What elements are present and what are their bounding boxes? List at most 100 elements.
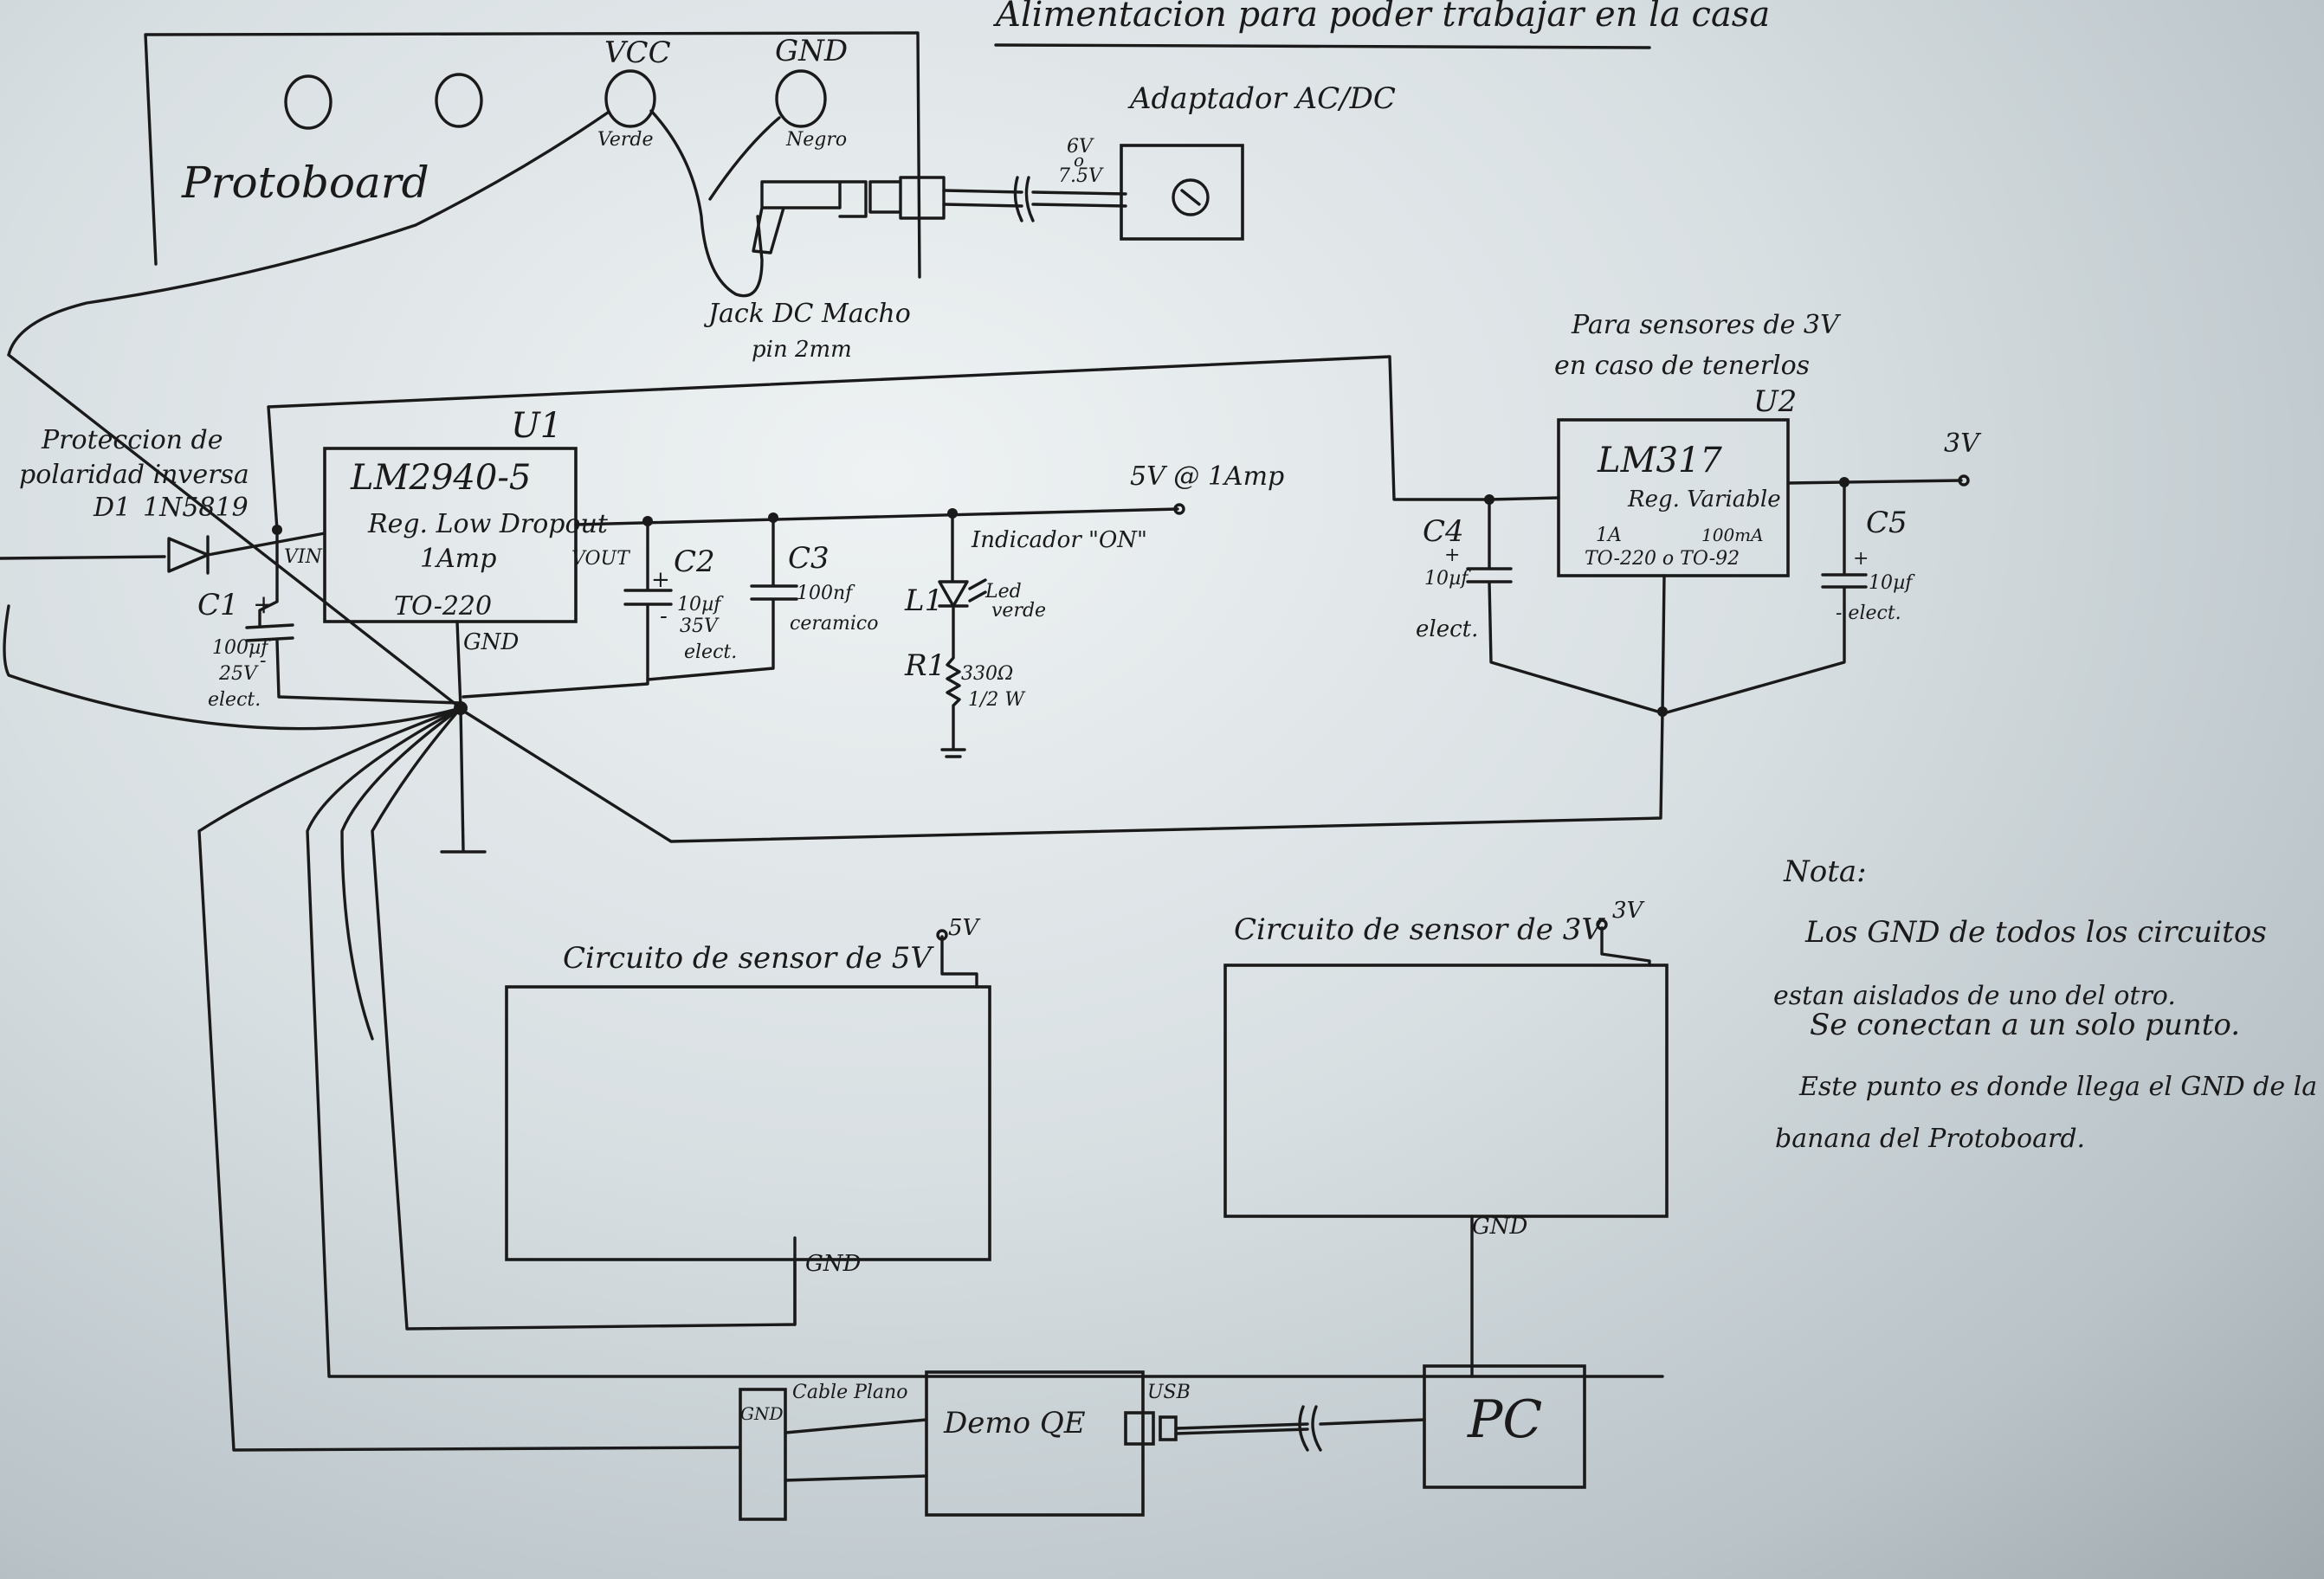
demo-qe-board: [925, 1370, 1145, 1517]
circuit5v-supply: 5V: [948, 915, 981, 941]
circuit5v-box: [505, 985, 991, 1261]
c2-minus: -: [660, 603, 668, 629]
adapter-label: Adaptador AC/DC: [1127, 81, 1396, 116]
circuit3v-supply-terminal: [1596, 918, 1608, 931]
c2-plus: +: [651, 567, 670, 593]
protoboard-banana-1: [284, 74, 332, 130]
c5-plus: +: [1853, 548, 1869, 570]
c2-type: elect.: [684, 641, 737, 663]
u2-current-2: 100mA: [1701, 525, 1764, 545]
u1-current: 1Amp: [420, 544, 496, 574]
circuit5v-supply-terminal: [936, 929, 948, 941]
adapter-v1: 6V: [1067, 136, 1094, 158]
c4-ref: C4: [1423, 514, 1464, 549]
note-line-4: Este punto es donde llega el GND de la: [1798, 1072, 2317, 1102]
note-line-5: banana del Protoboard.: [1775, 1124, 2085, 1154]
u2-current-1: 1A: [1596, 525, 1622, 546]
diode-label-2: polaridad inversa: [19, 460, 249, 490]
circuit3v-gnd: GND: [1472, 1214, 1528, 1240]
led-ref: L1: [904, 583, 943, 618]
circuit3v-label: Circuito de sensor de 3V: [1234, 912, 1605, 947]
protoboard-outline: [144, 31, 921, 279]
led-color: verde: [991, 600, 1046, 622]
note-heading: Nota:: [1783, 854, 1867, 889]
circuit3v-supply: 3V: [1612, 898, 1645, 924]
diode-ref: D1: [93, 493, 131, 523]
c4-type: elect.: [1416, 616, 1478, 642]
c5-ref: C5: [1866, 506, 1908, 540]
c1-voltage: 25V: [218, 663, 259, 685]
c4-value: 10µf: [1424, 568, 1471, 590]
protoboard-gnd-label: GND: [775, 34, 848, 68]
circuit5v-gnd: GND: [805, 1251, 862, 1277]
demo-cable-label: Cable Plano: [792, 1382, 907, 1403]
c3-ref: C3: [788, 541, 830, 576]
u1-desc: Reg. Low Dropout: [367, 509, 609, 539]
resistor-value: 330Ω: [961, 663, 1013, 685]
protoboard-verde-label: Verde: [597, 129, 654, 151]
c5-type: - elect.: [1836, 603, 1901, 624]
c1-type: elect.: [208, 689, 261, 711]
u1-package: TO-220: [394, 591, 492, 622]
protoboard-vcc-label: VCC: [604, 35, 671, 70]
note-line-1: Los GND de todos los circuitos: [1804, 915, 2267, 950]
adapter-o: o: [1074, 150, 1084, 171]
c1-plus: +: [253, 590, 274, 620]
diode-part: 1N5819: [143, 493, 249, 523]
led-type: Led: [984, 581, 1022, 603]
note-line-2: estan aislados de uno del otro.: [1773, 981, 2176, 1011]
jack-label-1: Jack DC Macho: [703, 299, 911, 329]
u1-vin-label: VIN: [284, 546, 323, 568]
diode-d1: [167, 532, 326, 575]
out-3v-terminal: [1958, 474, 1970, 487]
u1-ref: U1: [511, 406, 562, 446]
circuit3v-box: [1223, 964, 1669, 1218]
usb-label: USB: [1147, 1382, 1191, 1403]
page-title: Alimentacion para poder trabajar en la c…: [992, 0, 1770, 35]
c2-value: 10µf: [677, 594, 724, 615]
u1-vout-label: VOUT: [571, 548, 631, 570]
protoboard-label: Protoboard: [181, 158, 429, 208]
c1-value: 100µf: [212, 637, 271, 659]
c4-plus: +: [1444, 545, 1460, 566]
pc-label: PC: [1467, 1389, 1542, 1450]
c1-ref: C1: [197, 588, 239, 622]
u1-gnd-label: GND: [463, 629, 520, 655]
sensors3v-note-2: en caso de tenerlos: [1554, 351, 1810, 381]
u2-part: LM317: [1597, 441, 1722, 480]
circuit5v-label: Circuito de sensor de 5V: [563, 941, 934, 976]
usb-port-icon: [1124, 1411, 1155, 1446]
out-3v-label: 3V: [1944, 429, 1982, 459]
c3-type: ceramico: [790, 613, 878, 635]
ac-dc-adapter: [1120, 144, 1244, 241]
jack-label-2: pin 2mm: [752, 337, 852, 363]
c2-ref: C2: [674, 545, 715, 579]
protoboard-negro-label: Negro: [785, 129, 847, 151]
u2-package: TO-220 o TO-92: [1585, 548, 1740, 570]
note-line-3: Se conectan a un solo punto.: [1810, 1008, 2240, 1042]
jack-dc-body: [752, 180, 868, 255]
protoboard-gnd-terminal: [775, 69, 827, 128]
c2-voltage: 35V: [680, 615, 720, 637]
protoboard-vcc-terminal: [604, 69, 656, 128]
resistor-ref: R1: [904, 648, 946, 683]
adapter-dial-icon: [1172, 178, 1210, 216]
pc-box: [1423, 1364, 1586, 1489]
c5-value: 10µf: [1869, 572, 1915, 594]
u2-desc: Reg. Variable: [1627, 487, 1781, 512]
u2-ref: U2: [1753, 384, 1797, 419]
u1-part: LM2940-5: [350, 458, 531, 498]
out-5v-terminal: [1173, 503, 1185, 515]
demo-gnd-connector: [739, 1388, 787, 1521]
demo-qe-label: Demo QE: [943, 1406, 1086, 1440]
indicator-label: Indicador "ON": [971, 527, 1147, 553]
sensors3v-note-1: Para sensores de 3V: [1571, 310, 1842, 340]
resistor-power: 1/2 W: [968, 689, 1026, 711]
protoboard-banana-2: [435, 73, 483, 128]
demo-gnd-label: GND: [740, 1403, 784, 1424]
adapter-v2: 7.5V: [1058, 165, 1104, 187]
c3-value: 100nf: [797, 583, 855, 604]
c1-minus: -: [260, 650, 266, 672]
regulator-u1: [323, 447, 578, 623]
